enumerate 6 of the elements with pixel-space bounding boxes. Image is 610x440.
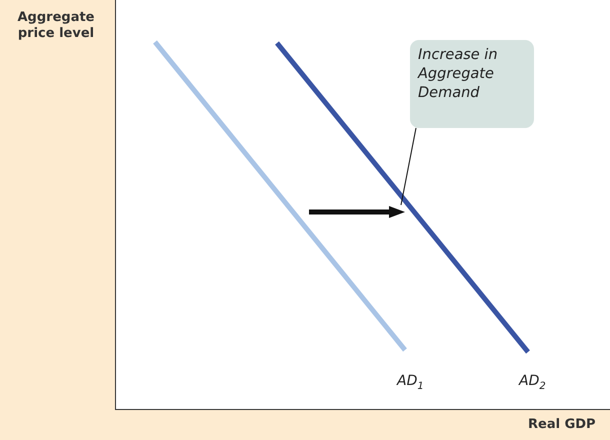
axis-title: Aggregate price level — [16, 10, 96, 42]
curve-label: AD$_{2}$ — [519, 373, 546, 392]
callout-box: Increase in Aggregate Demand — [410, 40, 534, 128]
axis-title: Real GDP — [528, 417, 596, 433]
leader-line — [400, 128, 416, 206]
curve-label: AD$_{1}$ — [397, 373, 424, 392]
